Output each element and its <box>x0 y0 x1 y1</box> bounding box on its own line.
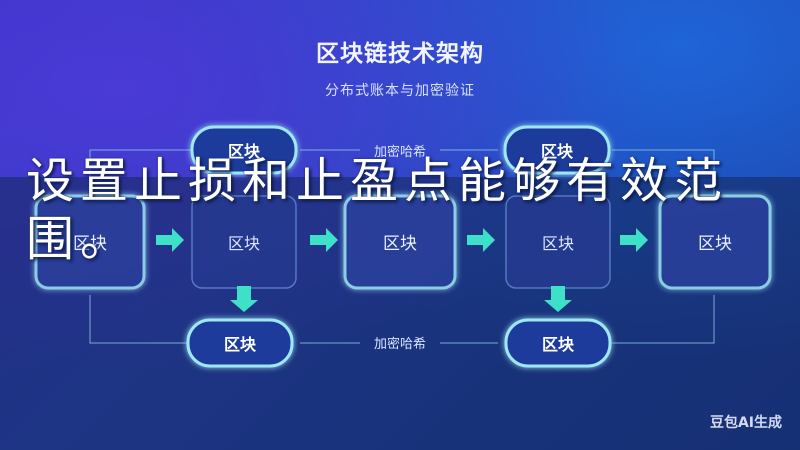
block-label: 区块 <box>73 234 107 254</box>
block-bottom-left: 区块 <box>186 318 294 368</box>
hash-label-top: 加密哈希 <box>374 144 426 160</box>
block-bottom-right-shape <box>504 318 612 368</box>
arrow-right-icon <box>156 228 184 252</box>
block-bottom-right: 区块 <box>504 318 612 368</box>
block-label: 区块 <box>541 142 574 161</box>
block-middle-5: 区块 <box>658 194 772 290</box>
arrow-down-icon <box>544 286 572 312</box>
arrow-down-icon <box>230 286 258 312</box>
connector-lines <box>89 149 715 344</box>
diagram-title: 区块链技术架构 <box>316 41 484 67</box>
arrow-right-icon <box>467 228 495 252</box>
arrow-right-icon <box>620 228 648 252</box>
block-top-right-shape <box>503 125 611 175</box>
diagram-subtitle: 分布式账本与加密验证 <box>325 83 475 99</box>
block-middle-1-shape <box>34 194 146 290</box>
block-top-left: 区块 <box>190 125 298 175</box>
block-middle-3-shape <box>343 194 457 290</box>
loop-bottom-left <box>89 295 188 344</box>
loop-top-right <box>612 149 715 195</box>
loop-top-left <box>89 149 192 195</box>
arrow-right-icon <box>310 228 338 252</box>
hash-label-bottom: 加密哈希 <box>374 336 426 352</box>
block-middle-1: 区块 <box>34 194 146 290</box>
block-label: 区块 <box>542 234 574 253</box>
arrow-group <box>156 228 648 312</box>
block-middle-3: 区块 <box>343 194 457 290</box>
block-label: 区块 <box>228 142 261 161</box>
block-middle-2: 区块 <box>191 195 297 289</box>
loop-bottom-right <box>612 295 715 344</box>
block-label: 区块 <box>224 335 257 354</box>
block-label: 区块 <box>698 234 732 254</box>
block-top-left-shape <box>190 125 298 175</box>
block-top-right: 区块 <box>503 125 611 175</box>
block-bottom-left-shape <box>186 318 294 368</box>
block-label: 区块 <box>542 335 575 354</box>
block-label: 区块 <box>228 234 260 253</box>
block-middle-4: 区块 <box>505 195 611 289</box>
watermark: 豆包AI生成 <box>709 415 782 431</box>
block-label: 区块 <box>383 234 417 254</box>
overlay-caption: 设置止损和止盈点能够有效范围。 <box>26 153 729 267</box>
block-middle-5-shape <box>658 194 772 290</box>
